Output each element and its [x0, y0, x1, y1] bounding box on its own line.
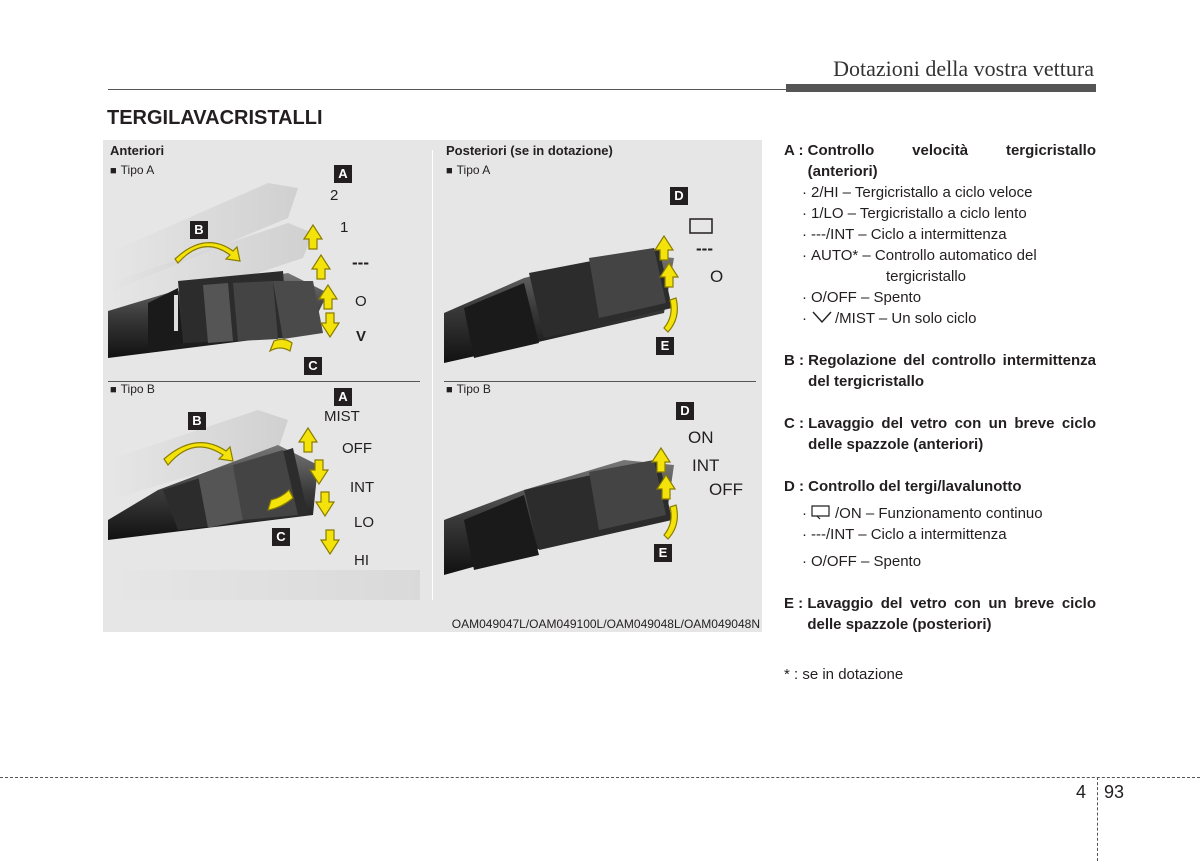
badge-b: B	[190, 221, 208, 239]
legend-e-text: Lavaggio del vetro con un breve ciclo de…	[807, 595, 1096, 633]
badge-d: D	[676, 402, 694, 420]
legend-a-item: ·1/LO – Tergicristallo a ciclo lento	[802, 205, 1027, 222]
badge-a: A	[334, 388, 352, 406]
rear-type-b-label: Tipo B	[446, 382, 491, 396]
header-rule	[108, 89, 786, 90]
label-front-a-3: O	[355, 293, 367, 310]
badge-e: E	[654, 544, 672, 562]
wiper-switch-icon	[108, 183, 328, 358]
arrow-down-icon	[163, 426, 341, 556]
badge-c: C	[304, 357, 322, 375]
footer-rule	[0, 777, 1200, 778]
front-title: Anteriori	[110, 143, 165, 158]
header-bar	[786, 84, 1096, 92]
label-front-a-2: ---	[352, 253, 369, 272]
front-type-b-label: Tipo B	[110, 382, 155, 396]
badge-a: A	[334, 165, 352, 183]
label-rear-a-0: ---	[696, 239, 713, 258]
legend-d-item-text: /ON – Funzionamento continuo	[835, 505, 1043, 522]
legend-a-item: ·/MIST – Un solo ciclo	[802, 310, 977, 327]
legend-d-item-text: ---/INT – Ciclo a intermittenza	[811, 526, 1007, 543]
legend-a-key: A :	[784, 142, 808, 159]
mist-v-icon	[812, 311, 832, 324]
legend-d-item: ·/ON – Funzionamento continuo	[802, 505, 1043, 522]
figure-code: OAM049047L/OAM049100L/OAM049048L/OAM0490…	[451, 617, 760, 631]
front-type-a-panel: Anteriori Tipo A A B C	[108, 143, 420, 378]
label-front-b-0: MIST	[324, 408, 360, 425]
legend-a-item-text: AUTO* – Controllo automatico del	[811, 247, 1037, 264]
footer-divider	[1097, 777, 1098, 861]
footnote: * : se in dotazione	[784, 666, 904, 683]
page-number: 93	[1104, 782, 1125, 802]
legend-d-item: ·---/INT – Ciclo a intermittenza	[802, 526, 1007, 543]
badge-e: E	[656, 337, 674, 355]
label-rear-b-1: INT	[692, 456, 720, 475]
legend-a-item-text: ---/INT – Ciclo a intermittenza	[811, 226, 1007, 243]
legend-c: C : Lavaggio del vetro con un breve cicl…	[784, 413, 1096, 455]
rear-wiper-icon	[811, 505, 830, 520]
wiper-switch-icon	[444, 460, 674, 575]
legend-a-item-text: 2/HI – Tergicristallo a ciclo veloce	[811, 184, 1033, 201]
label-front-b-4: HI	[354, 552, 369, 569]
legend-b: B : Regolazione del controllo intermitte…	[784, 350, 1096, 392]
legend-d-key: D :	[784, 478, 809, 495]
label-front-b-2: INT	[350, 479, 375, 496]
legend-c-text: Lavaggio del vetro con un breve ciclo de…	[808, 415, 1096, 453]
curved-arrow-icon	[653, 218, 713, 333]
legend-a: A : Controllo velocità tergicristallo (a…	[784, 140, 1096, 182]
legend: A : Controllo velocità tergicristallo (a…	[784, 140, 1096, 685]
label-rear-a-1: O	[710, 267, 724, 286]
legend-d: D : Controllo del tergi/lavalunotto	[784, 476, 1096, 497]
arrow-up-icon	[650, 446, 678, 540]
header-title: Dotazioni della vostra vettura	[833, 56, 1094, 81]
legend-a-item: ·---/INT – Ciclo a intermittenza	[802, 226, 1007, 243]
rear-type-a-label: Tipo A	[446, 163, 491, 177]
label-front-b-3: LO	[354, 514, 375, 531]
legend-c-key: C :	[784, 415, 809, 432]
label-front-b-1: OFF	[342, 440, 372, 457]
rear-title: Posteriori (se in dotazione)	[446, 143, 613, 158]
label-front-a-0: 2	[330, 187, 339, 204]
legend-a-item-text: /MIST – Un solo ciclo	[835, 310, 977, 327]
rear-type-b-panel: Tipo B D E ON INT OFF	[444, 380, 756, 600]
arrow-up-icon	[174, 223, 341, 353]
label-rear-b-0: ON	[688, 428, 714, 447]
badge-d: D	[670, 187, 688, 205]
label-front-a-1: 1	[340, 219, 349, 236]
label-rear-b-2: OFF	[709, 480, 743, 499]
legend-a-text: Controllo velocità tergicristallo (anter…	[807, 142, 1096, 180]
legend-d-text: Controllo del tergi/lavalunotto	[808, 478, 1022, 495]
legend-a-item: ·O/OFF – Spento	[802, 289, 922, 306]
legend-e: E : Lavaggio del vetro con un breve cicl…	[784, 593, 1096, 635]
legend-a-item-text: 1/LO – Tergicristallo a ciclo lento	[811, 205, 1027, 222]
figure-divider	[432, 150, 433, 600]
wiper-switch-icon	[444, 248, 674, 363]
front-type-b-panel: Tipo B A B C MIST OFF INT LO HI	[108, 380, 420, 600]
figure-divider-right	[444, 381, 756, 382]
rear-type-a-panel: Posteriori (se in dotazione) Tipo A D E …	[444, 143, 756, 378]
legend-b-key: B :	[784, 352, 809, 369]
legend-d-item-text: O/OFF – Spento	[811, 553, 922, 570]
legend-a-item-cont: tergicristallo	[886, 268, 967, 285]
label-front-a-4: V	[356, 328, 367, 345]
front-type-a-label: Tipo A	[110, 163, 155, 177]
page-chapter: 4	[1076, 782, 1087, 802]
legend-a-item: ·2/HI – Tergicristallo a ciclo veloce	[802, 184, 1033, 201]
legend-a-item: ·AUTO* – Controllo automatico del	[802, 247, 1037, 264]
legend-d-item: ·O/OFF – Spento	[802, 553, 922, 570]
figure-divider-left	[108, 381, 420, 382]
legend-b-text: Regolazione del controllo intermittenza …	[808, 352, 1096, 390]
badge-c: C	[272, 528, 290, 546]
section-title: TERGILAVACRISTALLI	[107, 107, 323, 129]
legend-e-key: E :	[784, 595, 808, 612]
badge-b: B	[188, 412, 206, 430]
legend-a-item-text: O/OFF – Spento	[811, 289, 922, 306]
